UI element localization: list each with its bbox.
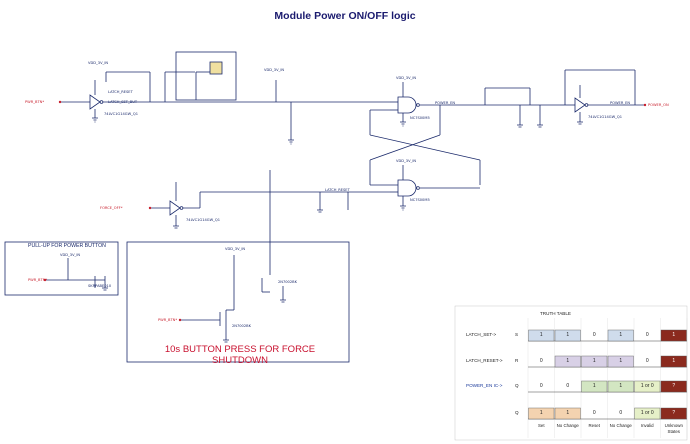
vdd-label-top3: VDD_3V_IN: [396, 76, 417, 80]
switch-part-label: SKRPABE010: [88, 284, 112, 288]
truth-table-cell: [634, 380, 661, 393]
truth-table-cell: [554, 407, 581, 420]
force-off-input-label: FORCE_OFF*: [100, 206, 123, 210]
truth-table-value: 0: [592, 332, 596, 338]
truth-table-column-label: Set: [537, 423, 545, 428]
power-en-net-label: POWER_EN: [610, 101, 631, 105]
power-en-label: POWER_EN: [435, 101, 456, 105]
vdd-label-box: VDD_3V_IN: [225, 247, 246, 251]
truth-table-value: 1: [619, 332, 623, 338]
truth-table-cell: [554, 329, 581, 342]
pullup-box-title: PULL-UP FOR POWER BUTTON: [28, 243, 106, 249]
truth-table-value: 0: [592, 410, 596, 416]
truth-table-row-label: LATCH_SET->: [466, 332, 497, 337]
u3-part-label: 74LVC1G14GW_Q1: [588, 115, 623, 119]
truth-table-value: 1: [566, 410, 570, 416]
truth-table-value: 1: [539, 410, 543, 416]
truth-table-column-label: Invalid: [640, 423, 654, 428]
truth-table-column-label: Unknown States: [664, 423, 683, 434]
power-on-output-label: POWER_ON: [648, 103, 669, 107]
pwr-btn-box-label: PWR_BTN*: [158, 318, 178, 322]
truth-table-value: 1: [592, 358, 596, 364]
nand1-part-label: NC7S00M5: [410, 116, 430, 120]
truth-table-value: 0: [619, 410, 623, 416]
truth-table-value: 0: [539, 358, 543, 364]
truth-table-row-label: POWER_EN IC->: [466, 383, 503, 388]
latch-reset-label-top: LATCH_RESET: [108, 90, 133, 94]
truth-table-column-label: No Change: [556, 423, 579, 428]
truth-table-value: 1: [672, 358, 676, 364]
truth-table-value: ?: [672, 410, 676, 416]
truth-table-cell: [581, 355, 608, 368]
truth-table-value: 1: [592, 383, 596, 389]
force-shutdown-title: 10s BUTTON PRESS FOR FORCE SHUTDOWN: [164, 344, 316, 366]
pwr-btn-pullup-label: PWR_BTN*: [28, 278, 48, 282]
truth-table-value: 1: [566, 332, 570, 338]
truth-table-value: 1 or 0: [640, 383, 654, 389]
truth-table-graphics: [454, 305, 688, 441]
truth-table-cell: [528, 329, 555, 342]
truth-table-value: 0: [566, 383, 570, 389]
mosfet2-part-label: 2N7002BK: [232, 324, 251, 328]
truth-table-cell: [660, 407, 687, 420]
truth-table-cell: [554, 355, 581, 368]
truth-table-row-symbol: Q: [515, 410, 519, 415]
truth-table-column-label: No Change: [609, 423, 632, 428]
truth-table-cell: [528, 407, 555, 420]
truth-table-value: ?: [672, 383, 676, 389]
truth-table-cell: [607, 329, 634, 342]
truth-table-value: 1: [619, 383, 623, 389]
truth-table-value: 1: [672, 332, 676, 338]
u1-part-label: 74LVC1G14GW_Q1: [104, 112, 139, 116]
truth-table-row-symbol: S: [515, 332, 519, 337]
truth-table-value: 0: [645, 332, 649, 338]
truth-table-cell: [581, 380, 608, 393]
vdd-label-mid: VDD_3V_IN: [396, 159, 417, 163]
vdd-label-top1: VDD_3V_IN: [88, 61, 109, 65]
mosfet1-part-label: 2N7002BK: [278, 280, 297, 284]
truth-table-value: 1 or 0: [640, 410, 654, 416]
truth-table-row-label: LATCH_RESET->: [466, 358, 503, 363]
truth-table-cell: [607, 355, 634, 368]
truth-table-value: 0: [645, 358, 649, 364]
truth-table-title: TRUTH TABLE: [540, 311, 571, 316]
vdd-label-top2: VDD_3V_IN: [264, 68, 285, 72]
nand2-part-label: NC7S00M5: [410, 198, 430, 202]
truth-table-value: 1: [539, 332, 543, 338]
pwr-btn-input-label: PWR_BTN*: [25, 100, 45, 104]
u2-part-label: 74LVC1G14GW_Q1: [186, 218, 221, 222]
truth-table-value: 1: [566, 358, 570, 364]
truth-table-row-symbol: Q: [515, 383, 519, 388]
truth-table-value: 0: [539, 383, 543, 389]
latch-set-label: LATCH_SET_BUT: [108, 100, 138, 104]
vdd-label-pullup: VDD_3V_IN: [60, 253, 81, 257]
latch-reset-label-mid: LATCH_RESET: [325, 188, 350, 192]
truth-table-cell: [607, 380, 634, 393]
truth-table-cell: [660, 355, 687, 368]
truth-table-cell: [660, 329, 687, 342]
truth-table-column-label: Reset: [588, 423, 600, 428]
truth-table-value: 1: [619, 358, 623, 364]
truth-table-cell: [634, 407, 661, 420]
page-title: Module Power ON/OFF logic: [274, 10, 416, 22]
truth-table-row-symbol: R: [515, 358, 519, 363]
truth-table-cell: [660, 380, 687, 393]
